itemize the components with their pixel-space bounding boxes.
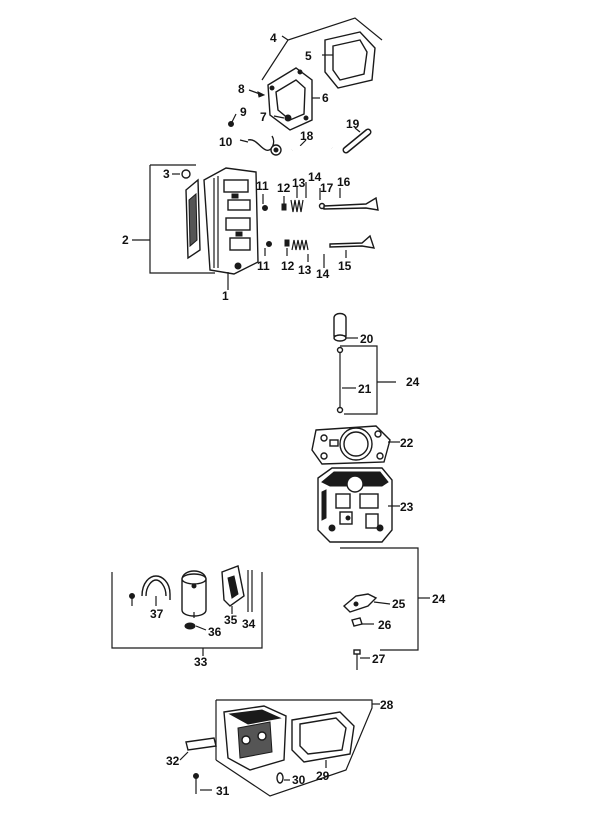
callout-28: 28 [380, 698, 394, 712]
callout-labels: 4 5 6 8 9 7 10 18 19 3 2 1 11 12 13 14 1… [122, 31, 446, 798]
part-1-cylinder-head [203, 167, 259, 290]
part-18-hose [290, 139, 333, 152]
part-20-tappet [333, 312, 358, 342]
callout-32: 32 [166, 754, 180, 768]
callout-29: 29 [316, 769, 330, 783]
callout-11-upper: 11 [256, 179, 269, 193]
callout-17: 17 [320, 181, 334, 195]
callout-24-lower: 24 [432, 592, 446, 606]
part-38-clip [129, 593, 135, 606]
part-35-plate [221, 565, 245, 614]
callout-16-upper: 16 [337, 175, 351, 189]
part-30-nut [276, 772, 290, 784]
callout-26: 26 [378, 618, 392, 632]
callout-3: 3 [163, 167, 170, 181]
callout-12-lower: 12 [281, 259, 295, 273]
callout-34: 34 [242, 617, 256, 631]
callout-1: 1 [222, 289, 229, 303]
part-6-rocker-cover [267, 67, 320, 131]
part-21-push-rod [336, 346, 356, 414]
callout-22: 22 [400, 436, 414, 450]
part-2-gasket-plate [185, 178, 201, 260]
part-7-nut [273, 114, 292, 122]
part-32-bracket [179, 737, 217, 761]
group-24a-bracket [340, 345, 396, 415]
part-19-hose [342, 127, 372, 154]
callout-12-upper: 12 [277, 181, 291, 195]
callout-30: 30 [292, 773, 306, 787]
callout-10: 10 [219, 135, 233, 149]
callout-24-upper: 24 [406, 375, 420, 389]
part-36b-nut [184, 622, 207, 631]
callout-21: 21 [358, 382, 372, 396]
callout-23: 23 [400, 500, 414, 514]
group-2-bracket [132, 164, 215, 274]
part-9-screw [228, 113, 237, 127]
callout-31: 31 [216, 784, 230, 798]
part-26-screw [351, 617, 374, 627]
part-5-gasket [322, 31, 376, 89]
part-29-gasket [291, 711, 355, 768]
callout-33: 33 [194, 655, 208, 669]
group-24b-bracket [340, 547, 430, 651]
callout-19: 19 [346, 117, 360, 131]
part-28-valve-cover [223, 705, 287, 771]
callout-35: 35 [224, 613, 238, 627]
callout-2: 2 [122, 233, 129, 247]
part-23-cylinder-head [317, 467, 400, 543]
callout-8: 8 [238, 82, 245, 96]
part-31-screw [193, 773, 212, 794]
callout-18: 18 [300, 129, 314, 143]
part-10-breather-tube [239, 135, 282, 156]
lower-valve-assembly [264, 234, 376, 268]
part-37-spring [141, 575, 171, 606]
part-36a-cylinder-cap [181, 570, 207, 618]
part-34-strip [247, 570, 253, 612]
callout-15: 15 [338, 259, 352, 273]
callout-27: 27 [372, 652, 386, 666]
part-25-rocker [342, 593, 391, 613]
callout-9: 9 [240, 105, 247, 119]
group-4-bracket [261, 17, 383, 81]
part-22-head-gasket [311, 425, 400, 465]
callout-20: 20 [360, 332, 374, 346]
callout-7: 7 [260, 110, 267, 124]
callout-36-nut: 36 [208, 625, 222, 639]
group-33-bracket [111, 572, 263, 656]
callout-11-lower: 11 [257, 259, 270, 273]
callout-13-lower: 13 [298, 263, 312, 277]
part-27-bolt [353, 649, 370, 670]
callout-14-upper: 14 [308, 170, 322, 184]
upper-valve-assembly [262, 182, 379, 213]
callout-6: 6 [322, 91, 329, 105]
callout-4: 4 [270, 31, 277, 45]
callout-5: 5 [305, 49, 312, 63]
part-8-screw [248, 89, 266, 98]
callout-25: 25 [392, 597, 406, 611]
callout-14-lower: 14 [316, 267, 330, 281]
callout-37: 37 [150, 607, 164, 621]
callout-13-upper: 13 [292, 176, 306, 190]
part-3-plug [172, 169, 191, 179]
group-28-bracket [215, 699, 380, 797]
